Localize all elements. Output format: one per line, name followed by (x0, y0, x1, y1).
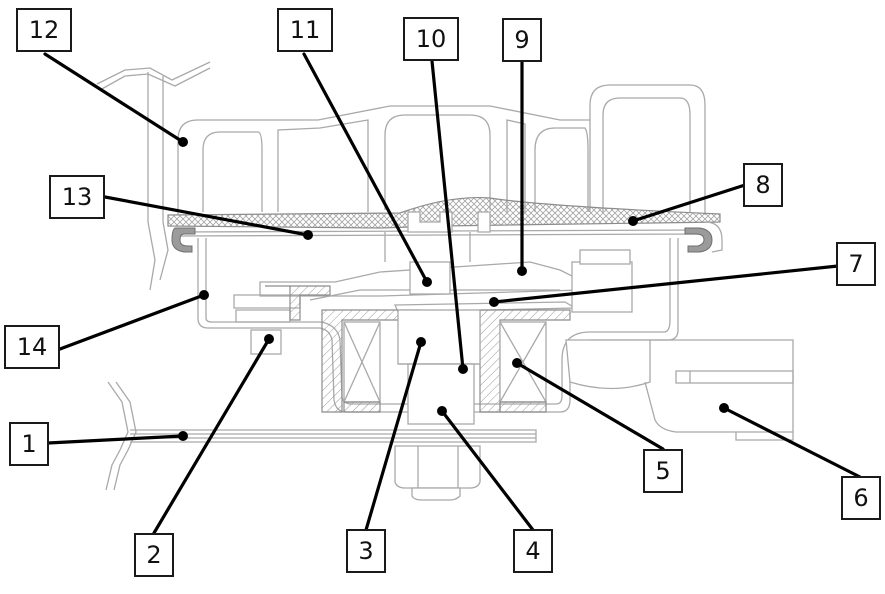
leader-dot-2 (264, 334, 274, 344)
leader-lines (43, 52, 862, 535)
callout-14: 14 (4, 325, 60, 369)
callout-4: 4 (513, 529, 553, 573)
leader-dot-11 (422, 277, 432, 287)
leader-14 (58, 293, 206, 351)
solenoid-coil (321, 309, 571, 413)
leader-11 (302, 52, 429, 284)
leader-6 (722, 406, 862, 479)
leader-dot-6 (719, 403, 729, 413)
connector (565, 339, 794, 441)
callout-6: 6 (841, 476, 881, 520)
leader-2 (152, 337, 271, 535)
leader-10 (430, 59, 465, 371)
leader-dot-12 (178, 137, 188, 147)
leader-5 (515, 361, 665, 451)
mounting-nut (394, 445, 481, 501)
leader-dot-3 (416, 337, 426, 347)
callout-1: 1 (9, 422, 49, 466)
outer-cover (96, 61, 706, 291)
leader-dot-10 (458, 364, 468, 374)
callout-13: 13 (49, 175, 105, 219)
leader-dot-1 (178, 431, 188, 441)
leader-dot-7 (489, 297, 499, 307)
callout-7: 7 (836, 242, 876, 286)
leader-12 (43, 52, 185, 144)
callout-5: 5 (643, 449, 683, 493)
leader-4 (440, 409, 535, 532)
leader-dot-13 (303, 230, 313, 240)
callout-2: 2 (134, 533, 174, 577)
callout-10: 10 (403, 17, 459, 61)
mounting-plate (105, 381, 537, 491)
callout-11: 11 (277, 8, 333, 52)
gasket-right (684, 227, 713, 253)
leader-8 (631, 183, 747, 223)
leader-7 (492, 264, 840, 304)
leader-1 (46, 434, 185, 445)
core (397, 309, 481, 425)
contact-assembly (233, 211, 633, 323)
leader-dot-14 (199, 290, 209, 300)
leader-3 (364, 340, 423, 532)
leader-dot-5 (512, 358, 522, 368)
leader-dot-9 (517, 266, 527, 276)
callout-9: 9 (502, 18, 542, 62)
leader-13 (103, 195, 310, 237)
leader-dot-8 (628, 216, 638, 226)
callout-12: 12 (16, 8, 72, 52)
callout-8: 8 (743, 163, 783, 207)
callout-3: 3 (346, 529, 386, 573)
gasket-left (171, 227, 196, 253)
leader-dot-4 (437, 406, 447, 416)
